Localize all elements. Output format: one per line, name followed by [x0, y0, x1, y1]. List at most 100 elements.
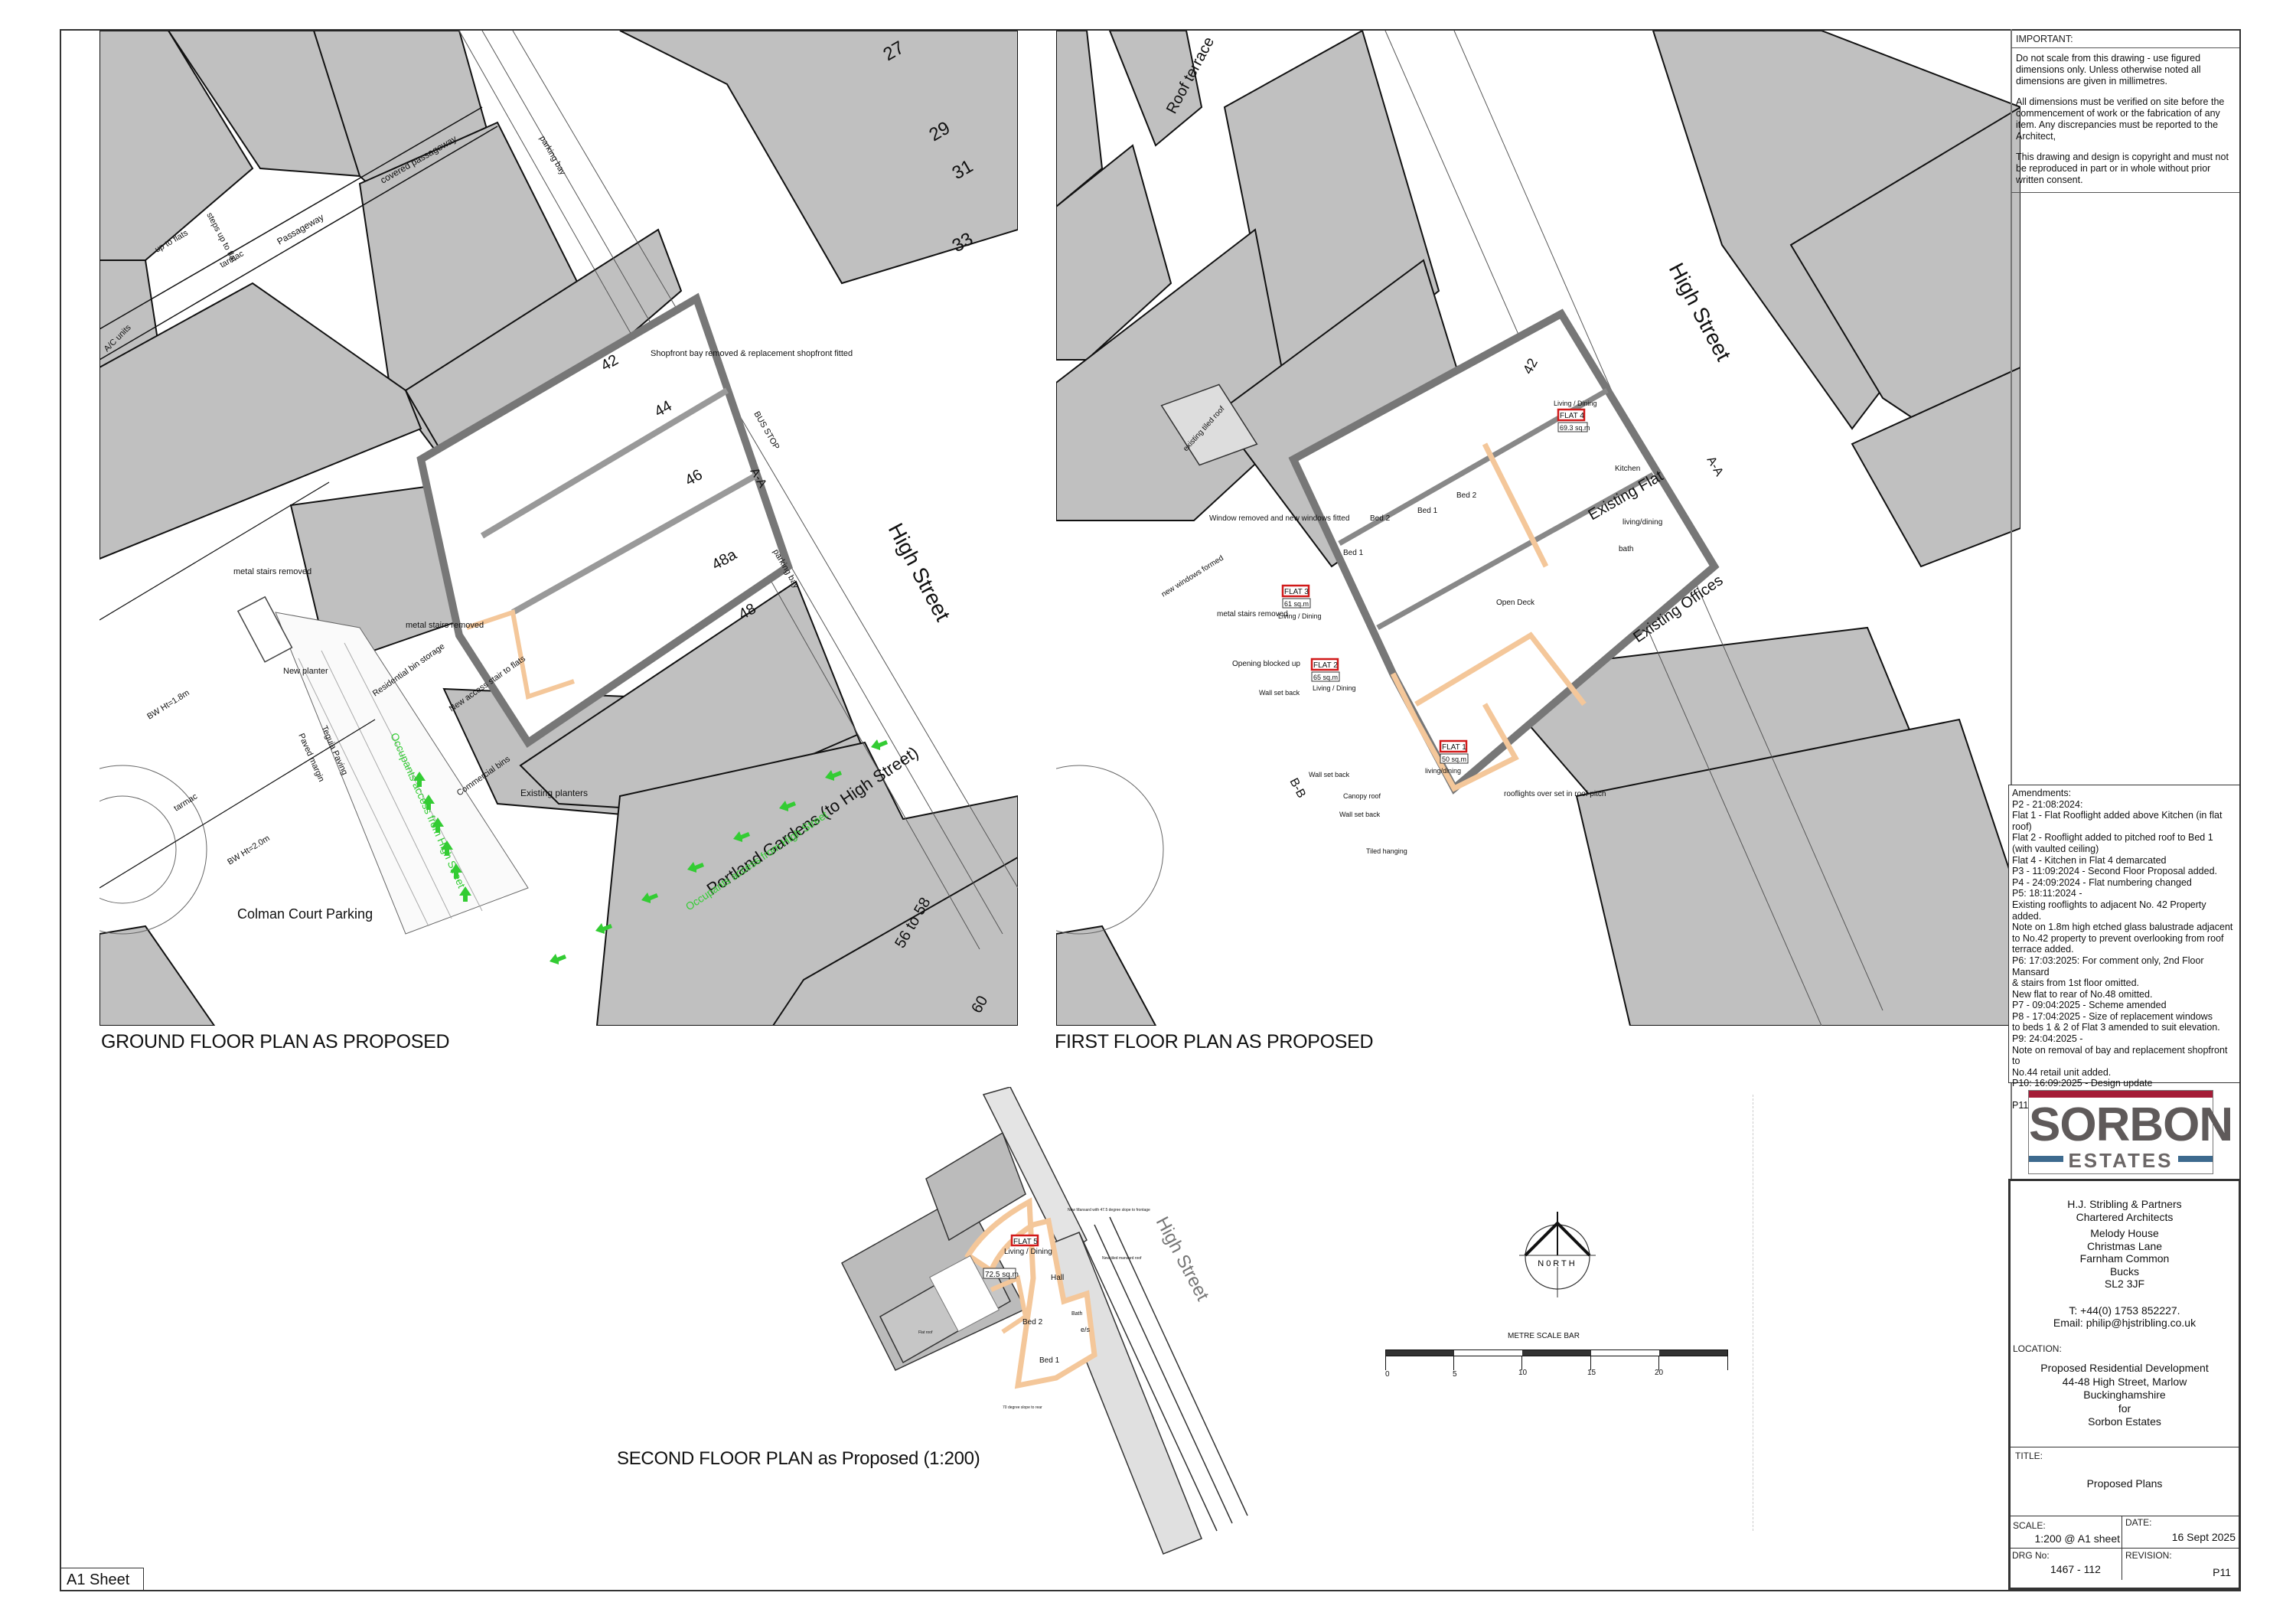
architect-addr3: Farnham Common [2079, 1252, 2170, 1265]
sorbon-estates-logo: SORBON ESTATES [2028, 1090, 2233, 1174]
drg-value: 1467 - 112 [2050, 1563, 2101, 1575]
ground-floor-plan: High Street Portland Gardens (to High St… [99, 31, 1018, 1026]
flat-tag-2: FLAT 2 65 sq.m Living / Dining [1310, 658, 1356, 692]
label-high-street-second: High Street [1152, 1213, 1213, 1304]
label-new-windows: new windows formed [1160, 554, 1225, 599]
amend-line-6: P3 - 11:09:2024 - Second Floor Proposal … [2012, 866, 2217, 877]
svg-text:FLAT 1: FLAT 1 [1442, 743, 1466, 752]
drg-cell: DRG No: 1467 - 112 [2011, 1548, 2122, 1580]
label-colman-court: Colman Court Parking [237, 906, 373, 922]
room-living-dining-ef: living/dining [1623, 518, 1662, 527]
amend-line-22: P10: 16:09:2025 - Design update [2012, 1078, 2153, 1089]
title-block-right-border [2239, 29, 2241, 1591]
amend-line-11: to No.42 property to prevent overlooking… [2012, 932, 2224, 944]
location-line3: Buckinghamshire [2083, 1389, 2166, 1401]
architect-box: H.J. Stribling & Partners Chartered Arch… [2008, 1179, 2241, 1343]
important-p3: This drawing and design is copyright and… [2016, 152, 2229, 185]
logo-divider-left [2011, 1083, 2012, 1179]
location-line2: 44-48 High Street, Marlow [2062, 1375, 2187, 1388]
svg-text:FLAT 3: FLAT 3 [1284, 588, 1309, 596]
label-section-aa-first: A-A [1704, 455, 1726, 479]
label-wall-set-back-2: Wall set back [1309, 771, 1350, 778]
amend-line-4: (with vaulted ceiling) [2012, 843, 2099, 854]
flat-5-bath: Bath [1071, 1311, 1083, 1317]
scale-bar-title: METRE SCALE BAR [1508, 1332, 1580, 1340]
svg-text:69.3 sq.m: 69.3 sq.m [1560, 424, 1590, 432]
flat-5-es: e/s [1081, 1326, 1091, 1333]
label-tarmac-2: tarmac [172, 791, 199, 813]
svg-text:Living / Dining: Living / Dining [1313, 684, 1356, 692]
location-label: LOCATION: [2013, 1343, 2062, 1354]
revision-value: P11 [2213, 1566, 2231, 1578]
amend-line-21: No.44 retail unit added. [2012, 1066, 2112, 1078]
amend-line-20: Note on removal of bay and replacement s… [2012, 1044, 2228, 1067]
room-bed2-a: Bed 2 [1370, 514, 1391, 523]
label-metal-stairs-first: metal stairs removed [1217, 610, 1288, 618]
label-wall-set-back-3: Wall set back [1339, 811, 1381, 818]
date-value: 16 Sept 2025 [2171, 1531, 2236, 1543]
scale-value: 1:200 @ A1 sheet [2034, 1532, 2120, 1545]
scale-tick-0: 0 [1385, 1370, 1390, 1379]
scale-tick-20: 20 [1655, 1369, 1664, 1377]
label-paved-margin: Paved margin [296, 732, 326, 783]
label-rooflights-note: rooflights over set in roof pitch [1504, 790, 1606, 798]
amend-line-8: P5: 18:11:2024 - [2012, 888, 2082, 899]
label-shopfront-note: Shopfront bay removed & replacement shop… [651, 349, 853, 358]
svg-text:living/dining: living/dining [1425, 767, 1461, 775]
flat-5-area-box [983, 1268, 1016, 1279]
label-bw-2: BW Ht=2.0m [226, 834, 271, 866]
label-slope-rear: 70 degree slope to rear [1003, 1405, 1042, 1410]
logo-blue-bar-right [2178, 1156, 2213, 1162]
architect-email[interactable]: Email: philip@hjstribling.co.uk [2053, 1317, 2197, 1329]
label-metal-stairs-1: metal stairs removed [233, 567, 311, 576]
revision-label: REVISION: [2125, 1550, 2172, 1561]
flat-tag-3: FLAT 3 61 sq.m Living / Dining [1278, 584, 1322, 620]
architect-phone: T: +44(0) 1753 852227. [2069, 1304, 2180, 1317]
date-label: DATE: [2125, 1517, 2152, 1528]
label-new-planter: New planter [283, 667, 328, 676]
flat-tag-4: FLAT 4 69.3 sq.m Living / Dining [1554, 400, 1597, 432]
amend-line-10: Note on 1.8m high etched glass balustrad… [2012, 922, 2233, 933]
label-existing-planters: Existing planters [520, 788, 588, 798]
label-canopy-roof: Canopy roof [1343, 792, 1381, 800]
title-label: TITLE: [2015, 1451, 2043, 1461]
svg-text:61 sq.m: 61 sq.m [1284, 600, 1309, 608]
location-line5: Sorbon Estates [2088, 1415, 2161, 1428]
flat-5-bed1: Bed 1 [1039, 1356, 1060, 1365]
amend-line-19: P9: 24:04:2025 - [2012, 1033, 2083, 1045]
title-section: TITLE: Proposed Plans [2011, 1447, 2239, 1516]
svg-text:65 sq.m: 65 sq.m [1313, 674, 1338, 681]
label-open-deck: Open Deck [1496, 599, 1535, 607]
important-p2: All dimensions must be verified on site … [2016, 96, 2225, 142]
architect-addr2: Christmas Lane [2086, 1239, 2163, 1252]
svg-text:Living / Dining: Living / Dining [1278, 612, 1322, 620]
room-kitchen-b: Kitchen [1615, 465, 1640, 473]
amend-line-7: P4 - 24:09:2024 - Flat numbering changed [2012, 876, 2192, 888]
svg-text:Living / Dining: Living / Dining [1554, 400, 1597, 407]
label-section-bb: B-B [1287, 776, 1308, 801]
label-parking-bay-1: parking bay [537, 135, 567, 178]
architect-name: H.J. Stribling & Partners [2067, 1198, 2182, 1210]
flat-5-hall: Hall [1051, 1274, 1064, 1282]
second-floor-plan: FLAT 5 Living / Dining 72.5 sq.m Hall Be… [841, 1087, 1248, 1555]
amend-line-5: Flat 4 - Kitchen in Flat 4 demarcated [2012, 854, 2167, 866]
scale-tick-5: 5 [1453, 1370, 1457, 1379]
architect-addr1: Melody House [2090, 1227, 2159, 1239]
architect-addr5: SL2 3JF [2104, 1278, 2145, 1290]
amend-line-9: Existing rooflights to adjacent No. 42 P… [2012, 899, 2206, 922]
label-high-street: High Street [884, 519, 955, 625]
north-label: N0RTH [1538, 1259, 1577, 1268]
room-bed1-b: Bed 1 [1417, 507, 1438, 515]
north-arrow: N0RTH [1519, 1212, 1596, 1297]
sheet-border-top [60, 29, 2241, 31]
label-tiled-mansard: New tiled mansard roof [1102, 1256, 1142, 1261]
logo-red-bar [2029, 1091, 2213, 1098]
scale-bar: METRE SCALE BAR 0 5 10 15 20 [1385, 1332, 1737, 1385]
sheet-border-bottom [60, 1590, 2241, 1591]
title-value: Proposed Plans [2086, 1477, 2163, 1490]
flat-5-name: FLAT 5 [1013, 1238, 1038, 1246]
amend-line-3: Flat 2 - Rooflight added to pitched roof… [2012, 832, 2213, 844]
logo-blue-bar-left [2029, 1156, 2063, 1162]
label-steps-up: steps up to flat [204, 211, 238, 264]
svg-text:FLAT 2: FLAT 2 [1313, 661, 1338, 670]
